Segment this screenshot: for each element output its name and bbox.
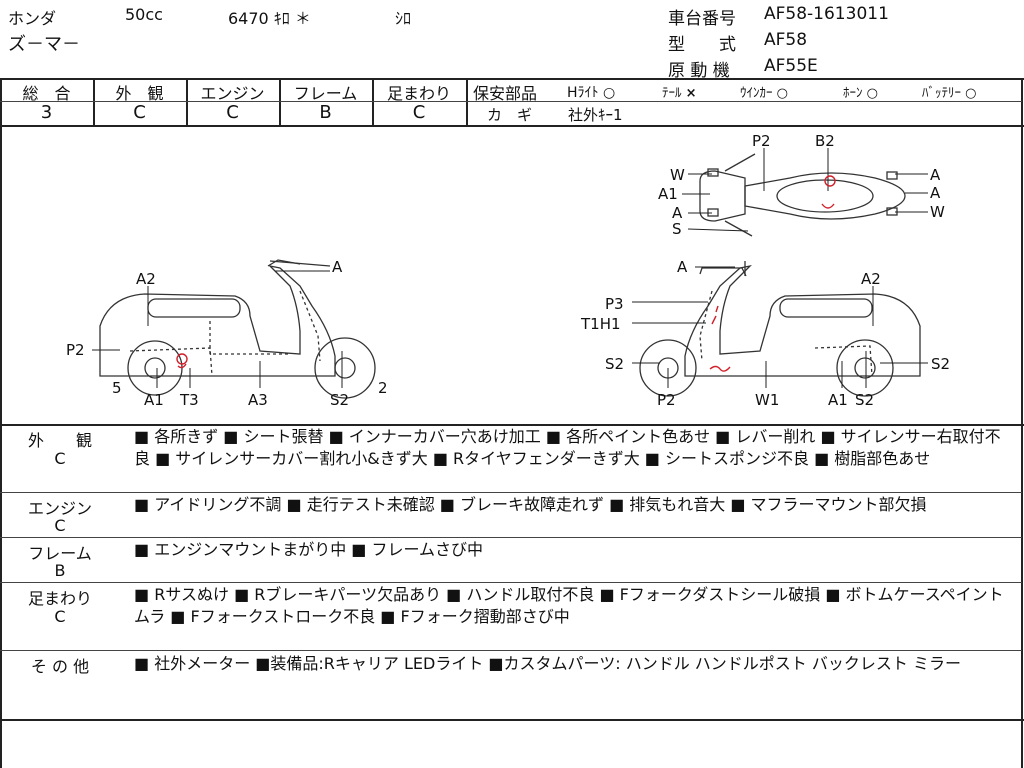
scooter-right-view bbox=[639, 261, 921, 397]
label-w: W bbox=[930, 203, 945, 221]
section-text-suspension: ■ Rサスぬけ ■ Rブレーキパーツ欠品あり ■ ハンドル取付不良 ■ Fフォー… bbox=[134, 585, 1004, 626]
divider bbox=[0, 537, 1022, 538]
damage-marks bbox=[176, 175, 836, 372]
frame-number: AF58-1613011 bbox=[764, 4, 889, 24]
divider bbox=[0, 582, 1022, 583]
divider bbox=[0, 78, 1024, 80]
divider bbox=[1021, 78, 1023, 768]
check-mark: ○ bbox=[965, 86, 977, 101]
divider bbox=[372, 78, 374, 126]
section-label-suspension: 足まわり bbox=[27, 589, 92, 608]
model-name: ズ－マ－ bbox=[8, 34, 80, 55]
divider bbox=[0, 101, 1022, 102]
label-s2: S2 bbox=[855, 391, 874, 409]
grade-label-suspension: 足まわり bbox=[386, 84, 451, 103]
safety-item-horn: ﾎｰﾝ ○ bbox=[843, 86, 878, 101]
section-label-exterior: 外 観 bbox=[27, 431, 92, 450]
label-w: W bbox=[670, 166, 685, 184]
safety-item-headlight: Hﾗｲﾄ ○ bbox=[567, 85, 616, 101]
divider bbox=[0, 424, 1024, 426]
label-p2: P2 bbox=[752, 132, 771, 150]
divider bbox=[0, 78, 2, 768]
displacement: 50cc bbox=[125, 5, 163, 24]
divider bbox=[0, 650, 1022, 651]
section-grade-frame: B bbox=[54, 561, 66, 580]
label-a: A bbox=[930, 166, 941, 184]
label-t1h1: T1H1 bbox=[580, 315, 621, 333]
safety-item-battery: ﾊﾞｯﾃﾘｰ ○ bbox=[922, 86, 977, 101]
grade-value-frame: B bbox=[319, 102, 332, 123]
grade-label-exterior: 外 観 bbox=[115, 84, 164, 103]
scooter-left-view bbox=[99, 259, 376, 399]
grade-value-exterior: C bbox=[133, 102, 146, 123]
grade-label-engine: エンジン bbox=[200, 84, 265, 103]
label-5: 5 bbox=[112, 379, 122, 397]
label-a: A bbox=[930, 184, 941, 202]
check-mark: ○ bbox=[776, 86, 788, 101]
section-label-other: そ の 他 bbox=[30, 657, 90, 676]
type-value: AF58 bbox=[764, 30, 808, 50]
section-label-engine: エンジン bbox=[27, 499, 92, 518]
label-2: 2 bbox=[378, 379, 388, 397]
divider bbox=[0, 492, 1022, 493]
scooter-top-view bbox=[699, 153, 906, 237]
divider bbox=[186, 78, 188, 126]
label-p2: P2 bbox=[66, 341, 85, 359]
section-text-frame: ■ エンジンマウントまがり中 ■ フレームさび中 bbox=[134, 540, 484, 559]
section-grade-engine: C bbox=[54, 516, 66, 535]
divider bbox=[279, 78, 281, 126]
label-s2: S2 bbox=[605, 355, 624, 373]
label-w1: W1 bbox=[755, 391, 779, 409]
label-s: S bbox=[672, 220, 682, 238]
section-text-engine: ■ アイドリング不調 ■ 走行テスト未確認 ■ ブレーキ故障走れず ■ 排気もれ… bbox=[134, 495, 927, 514]
key-value: 社外ｷｰ1 bbox=[568, 106, 623, 124]
section-grade-exterior: C bbox=[54, 449, 66, 468]
safety-parts-label: 保安部品 bbox=[473, 84, 538, 103]
label-a1: A1 bbox=[658, 185, 678, 203]
section-grade-suspension: C bbox=[54, 607, 66, 626]
label-a: A bbox=[677, 258, 688, 276]
label-p3: P3 bbox=[605, 295, 624, 313]
label-s2: S2 bbox=[931, 355, 950, 373]
divider bbox=[466, 78, 468, 126]
label-p2: P2 bbox=[657, 391, 676, 409]
engine-type-value: AF55E bbox=[764, 56, 818, 76]
frame-number-label: 車台番号 bbox=[668, 9, 736, 29]
grade-value-suspension: C bbox=[412, 102, 426, 123]
divider bbox=[93, 78, 95, 126]
grade-label-frame: フレーム bbox=[293, 84, 358, 103]
body-color: ｼﾛ bbox=[395, 9, 412, 28]
label-a2: A2 bbox=[136, 270, 156, 288]
label-a2: A2 bbox=[861, 270, 881, 288]
label-t3: T3 bbox=[179, 391, 199, 409]
section-label-frame: フレーム bbox=[28, 544, 92, 563]
divider bbox=[0, 125, 1024, 127]
label-a: A bbox=[672, 204, 683, 222]
type-label: 型 式 bbox=[668, 35, 736, 55]
mileage: 6470 ｷﾛ ＊ bbox=[228, 9, 311, 28]
grade-value-engine: C bbox=[226, 102, 239, 123]
check-mark: × bbox=[685, 86, 697, 101]
label-b2: B2 bbox=[815, 132, 835, 150]
safety-item-taillight: ﾃｰﾙ × bbox=[662, 86, 697, 101]
safety-item-winker: ｳｲﾝｶｰ ○ bbox=[740, 86, 788, 101]
label-a1: A1 bbox=[144, 391, 164, 409]
label-a: A bbox=[332, 258, 343, 276]
maker: ホンダ bbox=[8, 9, 57, 28]
section-text-exterior: ■ 各所きず ■ シート張替 ■ インナーカバー穴あけ加工 ■ 各所ペイント色あ… bbox=[134, 427, 1001, 468]
section-text-other: ■ 社外メーター ■装備品:Rキャリア LEDライト ■カスタムパーツ: ハンド… bbox=[134, 654, 961, 673]
label-a3: A3 bbox=[248, 391, 268, 409]
key-label: カ ギ bbox=[487, 106, 533, 124]
label-s2: S2 bbox=[330, 391, 349, 409]
divider bbox=[0, 719, 1024, 721]
check-mark: ○ bbox=[602, 85, 616, 101]
check-mark: ○ bbox=[866, 86, 878, 101]
engine-type-label: 原 動 機 bbox=[668, 61, 730, 81]
label-a1: A1 bbox=[828, 391, 848, 409]
grade-value-total: 3 bbox=[40, 102, 53, 123]
grade-label-total: 総 合 bbox=[22, 84, 71, 103]
damage-diagram: A A2 P2 5 A1 T3 A3 S2 2 P2 B2 W A1 A S A… bbox=[66, 132, 950, 409]
